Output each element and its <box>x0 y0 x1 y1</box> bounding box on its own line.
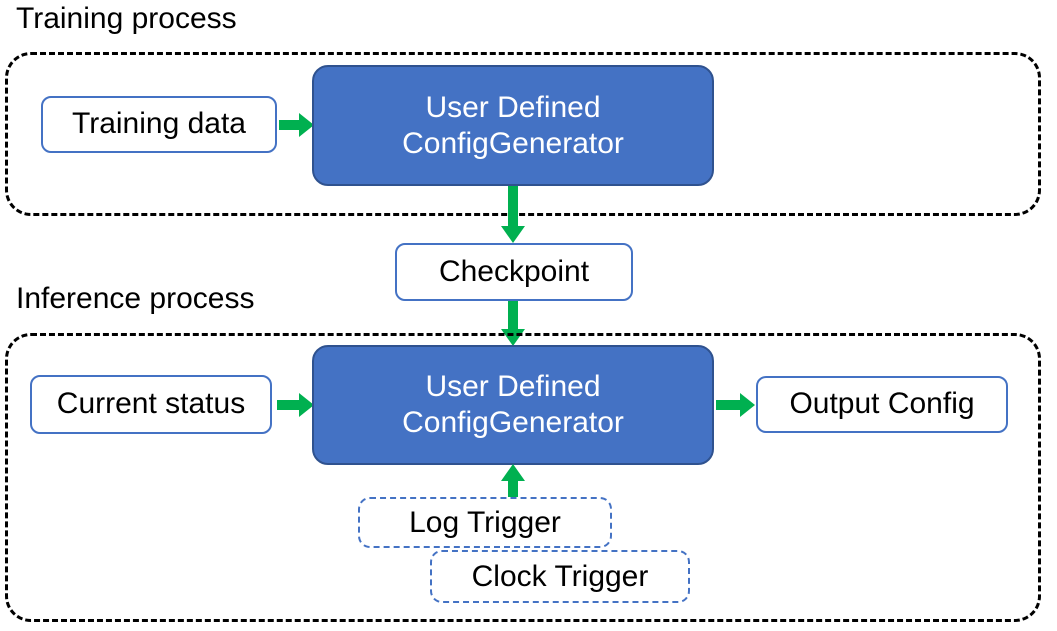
training-config-generator-box[interactable]: User Defined ConfigGenerator <box>312 65 714 186</box>
training-processor-line1: User Defined <box>425 90 601 124</box>
inference-process-container <box>5 333 1041 622</box>
output-config-box[interactable]: Output Config <box>756 376 1008 433</box>
current-status-box[interactable]: Current status <box>30 375 272 434</box>
inference-config-generator-box[interactable]: User Defined ConfigGenerator <box>312 345 714 465</box>
log-trigger-box[interactable]: Log Trigger <box>358 497 612 548</box>
training-processor-line2: ConfigGenerator <box>402 126 624 160</box>
inference-process-label: Inference process <box>16 282 255 315</box>
clock-trigger-box[interactable]: Clock Trigger <box>430 550 690 603</box>
inference-processor-line2: ConfigGenerator <box>402 406 624 439</box>
inference-processor-line1: User Defined <box>425 370 601 403</box>
checkpoint-box[interactable]: Checkpoint <box>395 243 633 301</box>
training-process-label: Training process <box>16 2 237 35</box>
training-data-box[interactable]: Training data <box>41 96 277 153</box>
